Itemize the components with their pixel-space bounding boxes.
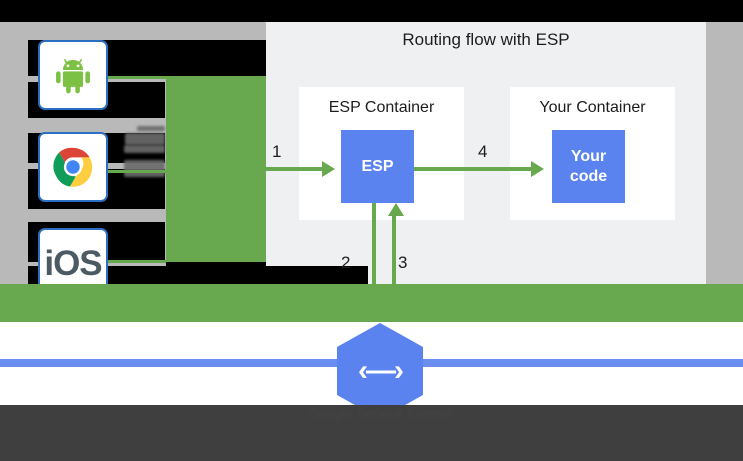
- arrow-3-head-icon: [388, 203, 404, 216]
- arrow-1-line: [266, 167, 323, 171]
- code-brackets-icon: ‹—›: [358, 354, 404, 387]
- step-number-2: 2: [341, 253, 351, 272]
- arrow-2-line: [372, 203, 376, 313]
- your-container-label: Your Container: [539, 99, 646, 116]
- step-number-3: 3: [398, 253, 408, 272]
- endpoints-service-icon: ‹—›: [337, 323, 423, 419]
- blurred-text-smudge: [137, 126, 165, 131]
- client-tile-chrome[interactable]: [38, 132, 108, 202]
- android-icon: [56, 59, 90, 94]
- your-code-node: Your code: [552, 130, 625, 203]
- page-title: Routing flow with ESP: [402, 30, 570, 49]
- chrome-connector-line: [108, 170, 166, 173]
- green-occlusion-block: [166, 76, 266, 262]
- android-connector-line: [108, 76, 166, 79]
- green-service-band: [0, 284, 743, 322]
- arrow-4-head-icon: [531, 161, 544, 177]
- arrow-1-head-icon: [322, 161, 335, 177]
- esp-container-label: ESP Container: [328, 99, 435, 116]
- step-number-4: 4: [478, 142, 488, 161]
- step-number-1: 1: [272, 142, 282, 161]
- bottom-dark-band: [0, 405, 743, 461]
- ios-connector-line: [108, 260, 166, 263]
- blurred-text-smudge: [124, 160, 165, 177]
- chrome-icon: [53, 147, 93, 187]
- blurred-text-smudge: [124, 145, 165, 153]
- client-tile-android[interactable]: [38, 40, 108, 110]
- esp-node: ESP: [341, 130, 414, 203]
- arrow-3-line: [392, 215, 396, 313]
- right-gray-backdrop: [706, 22, 743, 284]
- service-caption: Google Service Control: [307, 405, 453, 421]
- hexagon-shape: [337, 323, 423, 419]
- top-black-bar: [0, 0, 743, 22]
- ios-icon: iOS: [44, 243, 102, 283]
- arrow-4-line: [414, 167, 532, 171]
- blurred-text-smudge: [125, 133, 165, 145]
